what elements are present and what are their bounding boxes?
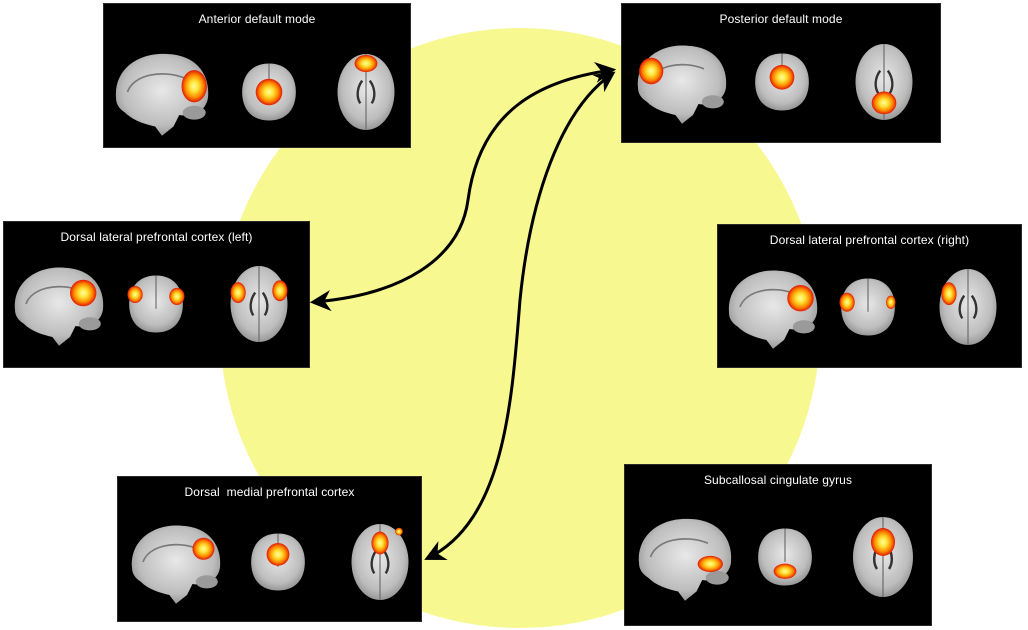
sulcus-line (739, 288, 796, 308)
activation-blob (354, 54, 378, 73)
axial-slice (853, 517, 913, 597)
coronal-slice (758, 528, 812, 586)
cerebellum (182, 105, 206, 120)
sulcus-line (649, 537, 709, 558)
axial-slice (337, 53, 395, 131)
panel-dlpfc-left: Dorsal lateral prefrontal cortex (left) (3, 221, 310, 368)
activation-blob (230, 282, 246, 304)
cerebellum (78, 317, 101, 331)
activation-blob (272, 280, 288, 302)
coronal-slice (839, 278, 896, 336)
coronal-slice (251, 533, 305, 591)
sagittal-slice (728, 270, 818, 349)
activation-blob (181, 70, 207, 103)
sagittal-slice (131, 525, 221, 604)
panel-title: Subcallosal cingulate gyrus (703, 473, 853, 487)
activation-blob (639, 57, 664, 85)
activation-blob (395, 527, 403, 536)
activation-blob (70, 279, 97, 307)
brain-views (728, 268, 997, 349)
activation-blob (871, 91, 897, 115)
panel-title: Dorsal lateral prefrontal cortex (right) (769, 233, 970, 247)
activation-blob (886, 295, 896, 309)
coronal-slice (127, 275, 185, 333)
sagittal-slice (637, 45, 727, 124)
axial-slice (939, 268, 997, 346)
brain-tissue (131, 525, 221, 604)
axial-slice (351, 523, 409, 601)
brain-views (115, 53, 395, 136)
panel-title: Posterior default mode (719, 12, 843, 26)
activation-blob (371, 531, 389, 555)
coronal-slice (755, 53, 809, 111)
ventricles (249, 291, 269, 317)
coronal-slice (242, 63, 296, 121)
panel-dmpfc: Dorsal medial prefrontal cortex (117, 476, 422, 622)
cerebellum (705, 570, 729, 585)
activation-blob (787, 285, 814, 312)
brain-views (637, 43, 913, 124)
sulcus-line (142, 543, 199, 563)
panel-title: Anterior default mode (198, 12, 316, 26)
brain-views (131, 523, 409, 604)
cerebellum (701, 95, 724, 109)
ventricles (874, 69, 894, 95)
panel-dlpfc-right: Dorsal lateral prefrontal cortex (right) (717, 224, 1022, 368)
activation-blob (169, 287, 185, 305)
cerebellum (792, 320, 815, 334)
activation-blob (839, 292, 855, 312)
ventricles (370, 549, 390, 575)
ventricles (958, 294, 978, 320)
brain-tissue (14, 267, 104, 346)
activation-blob (697, 555, 723, 572)
panel-subcallosal-cingulate: Subcallosal cingulate gyrus (624, 464, 932, 626)
activation-blob (255, 78, 283, 106)
brain-views (14, 265, 288, 346)
panel-title: Dorsal medial prefrontal cortex (184, 485, 355, 499)
panel-title: Dorsal lateral prefrontal cortex (left) (60, 230, 253, 244)
sulcus-line (126, 72, 186, 93)
activation-blob (871, 528, 895, 556)
activation-blob (941, 282, 957, 306)
activation-blob (192, 537, 215, 560)
sagittal-slice (115, 53, 209, 136)
activation-blob (769, 64, 795, 90)
activation-blob (266, 543, 290, 566)
cerebellum (195, 575, 218, 589)
axial-slice (230, 265, 288, 343)
panel-posterior-default-mode: Posterior default mode (621, 3, 941, 143)
activation-blob (127, 285, 143, 304)
brain-tissue (637, 45, 727, 124)
sagittal-slice (14, 267, 104, 346)
sagittal-slice (638, 518, 732, 601)
axial-slice (855, 43, 913, 121)
panel-anterior-default-mode: Anterior default mode (103, 3, 411, 148)
brain-views (638, 517, 913, 601)
activation-blob (773, 563, 797, 579)
